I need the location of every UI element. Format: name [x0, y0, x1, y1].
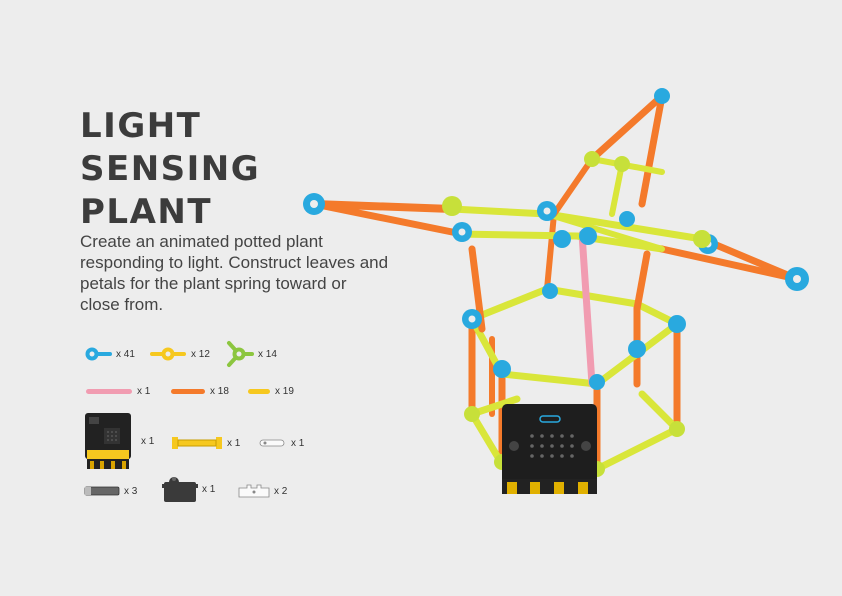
servo-motor-icon: [162, 477, 198, 502]
yellow-connector-icon: [150, 347, 186, 361]
microbit-board-icon: [85, 413, 131, 469]
part-orange-straw: x 18: [170, 386, 229, 397]
battery-icon: [84, 486, 120, 496]
part-qty: x 2: [274, 485, 288, 497]
part-qty: x 14: [258, 348, 277, 360]
yellow-straw-icon: [248, 388, 270, 394]
part-yellow-connector: x 12: [149, 346, 210, 362]
project-description: Create an animated potted plant respondi…: [80, 232, 389, 314]
orange-straw-icon: [171, 388, 205, 394]
part-servo-motor: x 1: [162, 474, 215, 504]
part-yellow-battery-holder: x 1: [171, 436, 240, 450]
part-qty: x 1: [141, 435, 155, 447]
green-three-way-connector-icon: [227, 341, 254, 367]
yellow-battery-holder-icon: [172, 437, 222, 449]
part-qty: x 19: [275, 386, 294, 397]
part-yellow-straw: x 19: [247, 386, 294, 397]
part-white-servo-arm: x 1: [259, 437, 304, 449]
page-title: LIGHT SENSING PLANT: [80, 105, 380, 234]
part-qty: x 1: [291, 437, 305, 449]
part-pink-straw: x 1: [85, 386, 150, 397]
white-servo-arm-icon: [259, 439, 285, 447]
part-qty: x 41: [116, 348, 135, 360]
part-microbit-board: x 1: [84, 412, 154, 470]
pink-straw-icon: [86, 388, 132, 394]
servo-bracket-icon: [238, 484, 270, 498]
part-qty: x 12: [191, 348, 210, 360]
part-blue-connector: x 41: [84, 346, 135, 362]
microbit-in-model: [502, 404, 597, 489]
light-sensing-plant-model-image: [303, 88, 809, 494]
part-qty: x 1: [202, 483, 216, 495]
part-servo-bracket: x 2: [238, 483, 287, 499]
part-green-three-way-connector: x 14: [224, 339, 277, 369]
part-battery: x 3: [84, 485, 137, 497]
part-qty: x 18: [210, 386, 229, 397]
title-line-2: PLANT: [80, 192, 213, 232]
part-qty: x 1: [137, 386, 151, 397]
part-qty: x 1: [227, 437, 241, 449]
blue-connector-icon: [85, 347, 112, 361]
part-qty: x 3: [124, 485, 138, 497]
title-line-1: LIGHT SENSING: [80, 106, 261, 189]
